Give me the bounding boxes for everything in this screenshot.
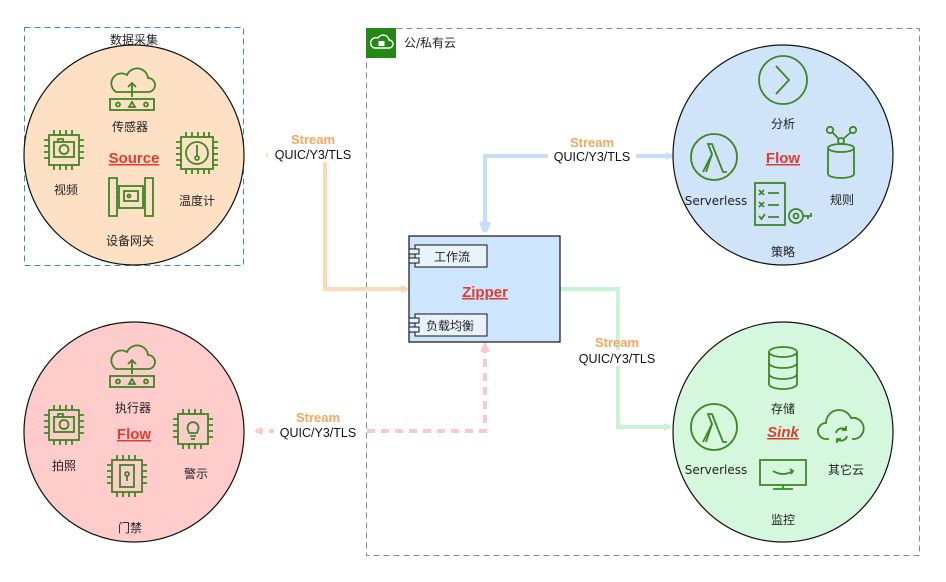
gateway-icon xyxy=(108,177,154,217)
source-node: Source 传感器 视频 温度计 xyxy=(23,44,245,266)
flow-bottom-title: Flow xyxy=(117,426,151,443)
stream-protocol: QUIC/Y3/TLS xyxy=(554,150,630,164)
workflow-label: 工作流 xyxy=(434,250,470,264)
rules-label: 规则 xyxy=(830,192,854,207)
source-title: Source xyxy=(109,150,160,167)
flow-top-title: Flow xyxy=(766,150,800,167)
policy-label: 策略 xyxy=(771,244,795,259)
stream-flow-bottom-arrow-up xyxy=(480,341,490,352)
database-icon xyxy=(768,346,798,390)
serverless-label: Serverless xyxy=(685,194,748,208)
stream-protocol: QUIC/Y3/TLS xyxy=(579,352,655,366)
photo-label: 拍照 xyxy=(52,458,76,473)
stream-source-to-zipper xyxy=(266,153,409,293)
stream-label: Stream xyxy=(291,132,335,147)
stream-label: Stream xyxy=(296,410,340,425)
thermometer-label: 温度计 xyxy=(179,193,215,208)
monitor-label: 监控 xyxy=(771,513,795,527)
stream-protocol: QUIC/Y3/TLS xyxy=(275,148,351,162)
stream-label-source: Stream QUIC/Y3/TLS xyxy=(268,132,360,162)
stream-zipper-to-flow-bottom xyxy=(254,345,487,435)
sink-title: Sink xyxy=(767,424,799,441)
stream-protocol: QUIC/Y3/TLS xyxy=(280,426,356,440)
cloud-lock-icon-glyph xyxy=(369,34,394,49)
camera-chip-icon xyxy=(44,405,84,445)
sensor-icon xyxy=(109,67,156,111)
rules-icon xyxy=(825,125,858,179)
thermometer-chip-icon xyxy=(176,132,218,174)
lambda-icon xyxy=(690,133,738,181)
cloud-group: 公/私有云 xyxy=(366,28,920,556)
stream-zipper-to-flow-top xyxy=(483,152,674,232)
stream-label-sink: Stream QUIC/Y3/TLS xyxy=(572,335,664,366)
monitor-icon xyxy=(759,459,807,490)
analysis-label: 分析 xyxy=(771,117,795,131)
zipper-component: Zipper 工作流 负载均衡 xyxy=(408,235,561,343)
bulb-chip-icon xyxy=(173,409,213,449)
load-balance-port: 负载均衡 xyxy=(408,313,488,337)
stream-label-flow-top: Stream QUIC/Y3/TLS xyxy=(548,135,636,164)
sensor-label: 传感器 xyxy=(112,119,148,134)
lambda-icon xyxy=(690,403,738,451)
gateway-label: 设备网关 xyxy=(106,234,154,248)
flow-bottom-node: Flow 执行器 拍照 警示 xyxy=(23,321,245,543)
stream-label: Stream xyxy=(595,335,639,350)
stream-label: Stream xyxy=(570,135,614,150)
zipper-title: Zipper xyxy=(462,284,508,301)
policy-icon xyxy=(754,182,812,226)
load-balance-label: 负载均衡 xyxy=(426,319,474,333)
sink-node: Sink 存储 Serverless 其它云 监控 xyxy=(672,321,894,543)
actuator-icon xyxy=(109,344,156,388)
stream-flow-top-arrow-back xyxy=(479,221,491,233)
video-label: 视频 xyxy=(54,182,78,197)
cloud-sync-icon xyxy=(817,409,865,443)
stream-label-flow-bottom: Stream QUIC/Y3/TLS xyxy=(274,410,364,440)
cloud-group-title: 公/私有云 xyxy=(404,36,456,50)
serverless-label: Serverless xyxy=(685,463,748,477)
camera-chip-icon xyxy=(44,130,84,170)
actuator-label: 执行器 xyxy=(115,401,151,415)
storage-label: 存储 xyxy=(771,401,795,416)
workflow-port: 工作流 xyxy=(408,244,488,268)
analysis-icon xyxy=(758,55,808,105)
collect-group-title: 数据采集 xyxy=(110,32,158,47)
door-chip-icon xyxy=(107,455,147,497)
access-label: 门禁 xyxy=(118,520,142,535)
other-cloud-label: 其它云 xyxy=(828,462,864,477)
flow-top-node: Flow 分析 Serverless 规则 xyxy=(672,44,894,266)
alarm-label: 警示 xyxy=(184,466,208,481)
